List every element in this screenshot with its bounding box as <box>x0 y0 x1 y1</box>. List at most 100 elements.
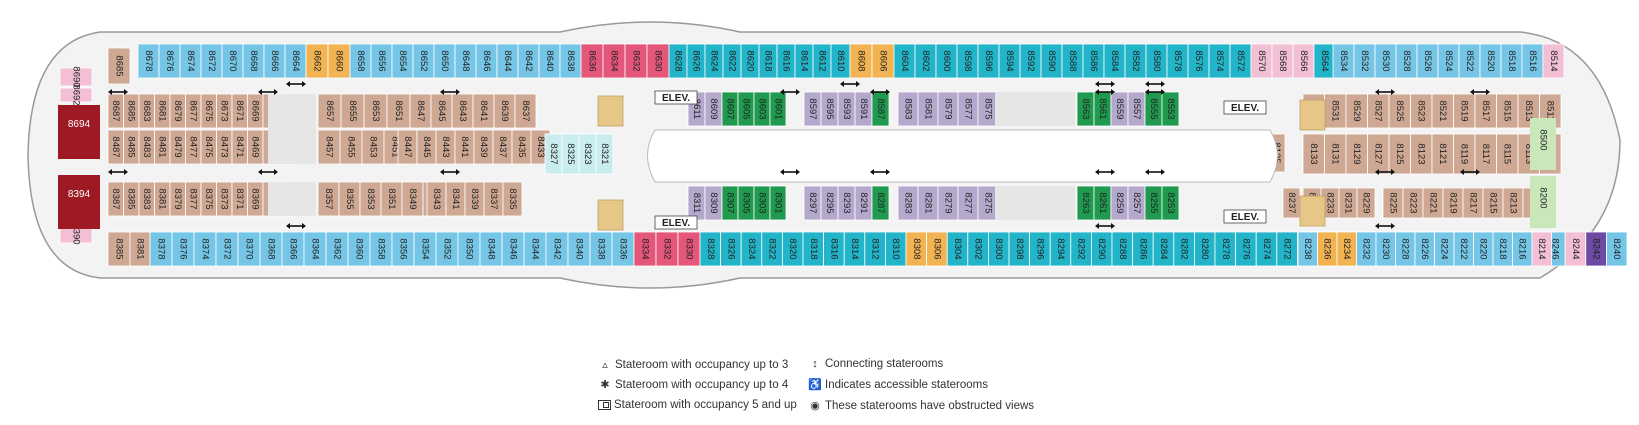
stateroom-8690[interactable]: 8690 <box>59 66 93 88</box>
stateroom-8593[interactable]: 8593 <box>837 91 856 127</box>
stateroom-8523[interactable]: 8523 <box>1410 93 1433 129</box>
stateroom-8366[interactable]: 8366 <box>281 231 305 267</box>
stateroom-8316[interactable]: 8316 <box>823 231 845 267</box>
stateroom-cell[interactable] <box>59 87 93 103</box>
stateroom-8276[interactable]: 8276 <box>1235 231 1257 267</box>
stateroom-8636[interactable]: 8636 <box>580 43 604 79</box>
stateroom-8358[interactable]: 8358 <box>369 231 393 267</box>
stateroom-8557[interactable]: 8557 <box>1127 91 1146 127</box>
stateroom-8671[interactable]: 8671 <box>231 93 248 129</box>
stateroom-cell[interactable] <box>107 47 131 85</box>
stateroom-8639[interactable]: 8639 <box>493 93 516 129</box>
stateroom-8326[interactable]: 8326 <box>720 231 742 267</box>
stateroom-8647[interactable]: 8647 <box>409 93 432 129</box>
stateroom-8357[interactable]: 8357 <box>317 181 340 217</box>
stateroom-8293[interactable]: 8293 <box>837 185 856 221</box>
stateroom-8323[interactable]: 8323 <box>578 133 597 175</box>
stateroom-8563[interactable]: 8563 <box>1076 91 1095 127</box>
stateroom-8598[interactable]: 8598 <box>956 43 979 79</box>
stateroom-8606[interactable]: 8606 <box>871 43 895 79</box>
stateroom-8320[interactable]: 8320 <box>782 231 804 267</box>
stateroom-8443[interactable]: 8443 <box>435 129 456 165</box>
stateroom-8441[interactable]: 8441 <box>454 129 475 165</box>
stateroom-8295[interactable]: 8295 <box>820 185 839 221</box>
stateroom-8311[interactable]: 8311 <box>687 185 706 221</box>
stateroom-8524[interactable]: 8524 <box>1437 43 1460 79</box>
stateroom-8670[interactable]: 8670 <box>221 43 244 79</box>
stateroom-8115[interactable]: 8115 <box>1496 133 1519 175</box>
stateroom-8381[interactable]: 8381 <box>129 231 151 267</box>
stateroom-8447[interactable]: 8447 <box>397 129 418 165</box>
stateroom-8637[interactable]: 8637 <box>514 93 537 129</box>
stateroom-8685[interactable]: 8685 <box>107 47 131 85</box>
stateroom-8253[interactable]: 8253 <box>1161 185 1180 221</box>
stateroom-8330[interactable]: 8330 <box>677 231 701 267</box>
stateroom-8500[interactable]: 8500 <box>1530 118 1556 170</box>
stateroom-8119[interactable]: 8119 <box>1453 133 1476 175</box>
stateroom-cell[interactable] <box>1161 185 1180 221</box>
stateroom-8662[interactable]: 8662 <box>305 43 329 79</box>
stateroom-8387[interactable]: 8387 <box>107 181 124 217</box>
stateroom-8477[interactable]: 8477 <box>185 129 202 165</box>
stateroom-8669[interactable]: 8669 <box>247 93 264 129</box>
stateroom-8279[interactable]: 8279 <box>937 185 959 221</box>
stateroom-8596[interactable]: 8596 <box>977 43 1000 79</box>
stateroom-8673[interactable]: 8673 <box>216 93 233 129</box>
stateroom-8117[interactable]: 8117 <box>1474 133 1497 175</box>
stateroom-8570[interactable]: 8570 <box>1250 43 1273 79</box>
stateroom-8457[interactable]: 8457 <box>317 129 341 165</box>
stateroom-8368[interactable]: 8368 <box>259 231 283 267</box>
stateroom-8225[interactable]: 8225 <box>1382 187 1404 219</box>
stateroom-8646[interactable]: 8646 <box>475 43 498 79</box>
stateroom-8475[interactable]: 8475 <box>200 129 217 165</box>
stateroom-8566[interactable]: 8566 <box>1292 43 1315 79</box>
stateroom-8394[interactable]: 8394 <box>58 175 100 229</box>
stateroom-8641[interactable]: 8641 <box>472 93 495 129</box>
stateroom-8600[interactable]: 8600 <box>935 43 958 79</box>
stateroom-8217[interactable]: 8217 <box>1462 187 1484 219</box>
stateroom-8349[interactable]: 8349 <box>401 181 424 217</box>
stateroom-8594[interactable]: 8594 <box>998 43 1021 79</box>
stateroom-8304[interactable]: 8304 <box>946 231 969 267</box>
stateroom-8592[interactable]: 8592 <box>1019 43 1042 79</box>
stateroom-8284[interactable]: 8284 <box>1152 231 1175 267</box>
stateroom-8657[interactable]: 8657 <box>317 93 342 129</box>
stateroom-cell[interactable] <box>1356 187 1376 219</box>
stateroom-8675[interactable]: 8675 <box>200 93 217 129</box>
stateroom-8516[interactable]: 8516 <box>1521 43 1544 79</box>
stateroom-8222[interactable]: 8222 <box>1453 231 1474 267</box>
stateroom-8610[interactable]: 8610 <box>830 43 851 79</box>
stateroom-8644[interactable]: 8644 <box>496 43 519 79</box>
stateroom-8322[interactable]: 8322 <box>761 231 783 267</box>
stateroom-8584[interactable]: 8584 <box>1103 43 1126 79</box>
stateroom-8583[interactable]: 8583 <box>897 91 919 127</box>
stateroom-8296[interactable]: 8296 <box>1029 231 1051 267</box>
stateroom-8236[interactable]: 8236 <box>1317 231 1338 267</box>
stateroom-8522[interactable]: 8522 <box>1458 43 1481 79</box>
stateroom-8300[interactable]: 8300 <box>988 231 1010 267</box>
stateroom-8674[interactable]: 8674 <box>179 43 202 79</box>
stateroom-8303[interactable]: 8303 <box>753 185 771 221</box>
stateroom-8521[interactable]: 8521 <box>1431 93 1454 129</box>
stateroom-8220[interactable]: 8220 <box>1473 231 1494 267</box>
stateroom-8658[interactable]: 8658 <box>349 43 372 79</box>
stateroom-8327[interactable]: 8327 <box>544 133 563 175</box>
stateroom-8298[interactable]: 8298 <box>1008 231 1031 267</box>
stateroom-8223[interactable]: 8223 <box>1402 187 1424 219</box>
stateroom-8653[interactable]: 8653 <box>363 93 388 129</box>
stateroom-8664[interactable]: 8664 <box>284 43 307 79</box>
stateroom-8668[interactable]: 8668 <box>242 43 265 79</box>
stateroom-8308[interactable]: 8308 <box>905 231 928 267</box>
stateroom-8473[interactable]: 8473 <box>216 129 233 165</box>
stateroom-cell[interactable] <box>1530 176 1556 228</box>
stateroom-8377[interactable]: 8377 <box>185 181 202 217</box>
stateroom-8318[interactable]: 8318 <box>802 231 825 267</box>
stateroom-8620[interactable]: 8620 <box>740 43 760 79</box>
stateroom-8121[interactable]: 8121 <box>1431 133 1454 175</box>
stateroom-8519[interactable]: 8519 <box>1453 93 1476 129</box>
stateroom-8601[interactable]: 8601 <box>769 91 787 127</box>
stateroom-8353[interactable]: 8353 <box>359 181 382 217</box>
stateroom-8364[interactable]: 8364 <box>303 231 327 267</box>
stateroom-8240[interactable]: 8240 <box>1606 231 1628 267</box>
stateroom-8287[interactable]: 8287 <box>871 185 890 221</box>
